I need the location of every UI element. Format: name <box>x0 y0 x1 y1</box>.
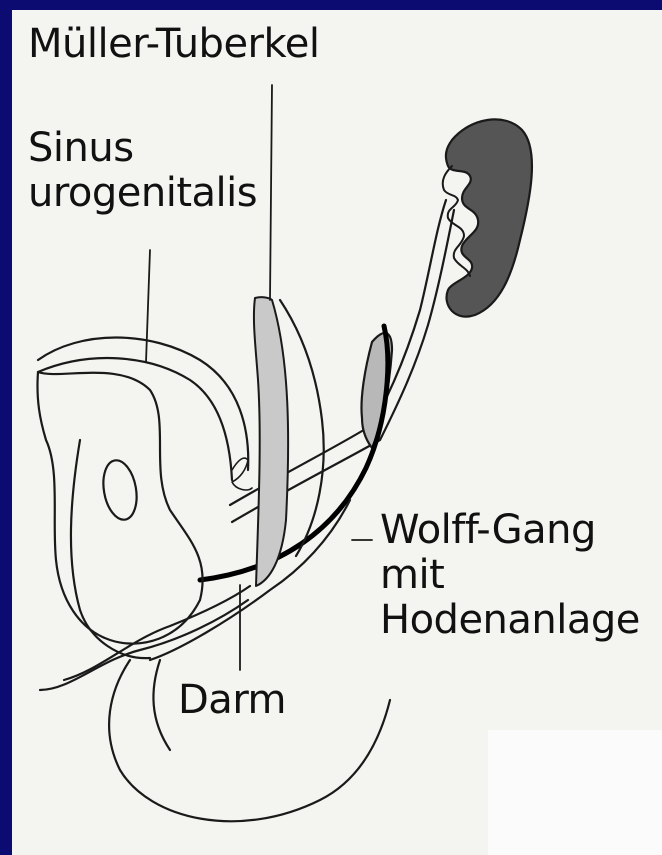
label-sinus-urogenitalis: Sinus urogenitalis <box>28 126 257 216</box>
sinus-pointer <box>146 250 150 362</box>
label-wolff-gang: Wolff-Gang mit Hodenanlage <box>380 508 640 642</box>
kidney <box>446 119 532 316</box>
label-mueller-tuberkel: Müller-Tuberkel <box>28 22 319 67</box>
renal-pelvis <box>443 166 470 276</box>
label-wolff-line3: Hodenanlage <box>380 598 640 643</box>
sinus-outer <box>38 338 248 471</box>
gut-inner <box>153 660 170 750</box>
pelvic-inner <box>71 440 150 658</box>
label-darm-text: Darm <box>178 678 286 723</box>
pelvic-foramen <box>99 458 141 523</box>
label-wolff-line2: mit <box>380 553 640 598</box>
label-darm: Darm <box>178 678 286 723</box>
label-sinus-line1: Sinus <box>28 126 257 171</box>
mueller-pointer <box>270 85 272 300</box>
pelvic-outline <box>37 372 202 644</box>
mueller-duct <box>254 297 288 586</box>
label-wolff-line1: Wolff-Gang <box>380 508 640 553</box>
label-mueller-tuberkel-text: Müller-Tuberkel <box>28 22 319 67</box>
label-sinus-line2: urogenitalis <box>28 171 257 216</box>
sinus-inner <box>38 358 232 480</box>
